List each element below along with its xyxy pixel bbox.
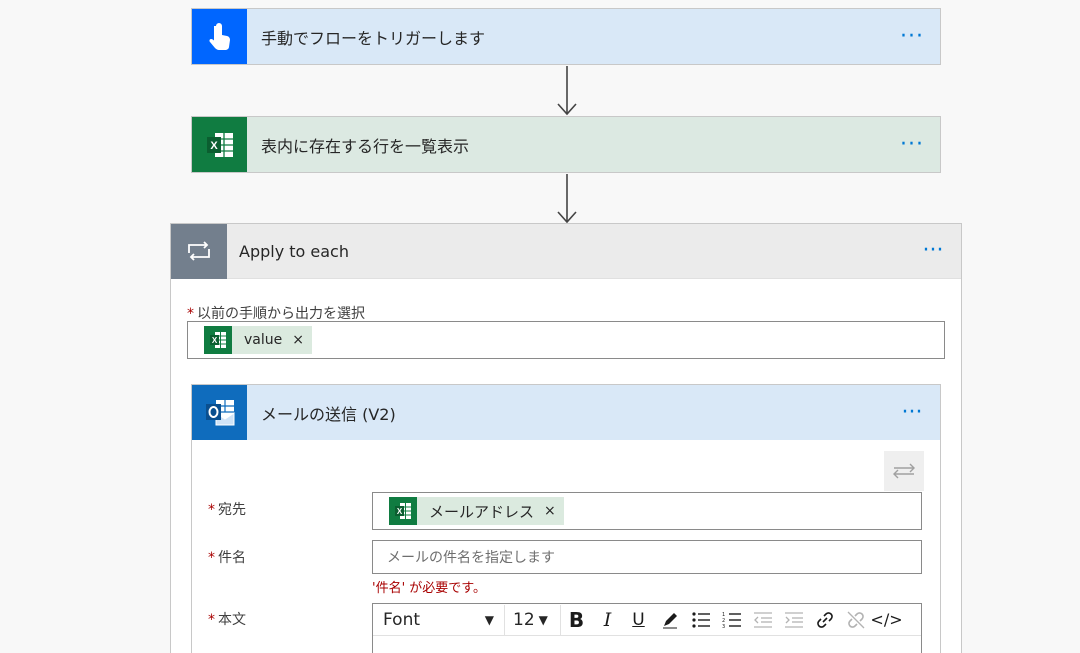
to-input[interactable]: X メールアドレス × bbox=[372, 492, 922, 530]
trigger-more-button[interactable]: ··· bbox=[900, 23, 924, 49]
apply-to-each-scope: Apply to each ··· *以前の手順から出力を選択 X value … bbox=[170, 223, 962, 653]
svg-text:X: X bbox=[212, 336, 218, 345]
svg-text:3: 3 bbox=[722, 624, 725, 629]
send-email-more-button[interactable]: ··· bbox=[901, 399, 923, 425]
required-marker: * bbox=[208, 612, 215, 628]
send-email-action-card: メールの送信 (V2) ··· *宛先 X bbox=[191, 384, 941, 653]
value-token[interactable]: X value × bbox=[204, 326, 312, 354]
list-rows-step-card[interactable]: X 表内に存在する行を一覧表示 ··· bbox=[191, 116, 941, 173]
caret-down-icon: ▼ bbox=[484, 612, 494, 627]
swap-icon bbox=[893, 463, 915, 479]
trigger-step-title: 手動でフローをトリガーします bbox=[261, 28, 486, 48]
arrow-down-icon bbox=[557, 66, 577, 116]
font-family-value: Font bbox=[383, 609, 421, 630]
loop-icon bbox=[171, 223, 227, 279]
unlink-icon[interactable] bbox=[840, 605, 871, 635]
body-label: *本文 bbox=[208, 609, 246, 629]
email-address-token-remove-button[interactable]: × bbox=[544, 503, 556, 519]
link-icon[interactable] bbox=[809, 605, 840, 635]
bold-icon[interactable]: B bbox=[568, 607, 585, 632]
font-size-dropdown[interactable]: 12 ▼ bbox=[505, 604, 561, 635]
svg-text:X: X bbox=[210, 140, 218, 152]
subject-placeholder: メールの件名を指定します bbox=[387, 550, 555, 566]
subject-label-text: 件名 bbox=[218, 550, 246, 566]
email-address-token[interactable]: X メールアドレス × bbox=[389, 497, 564, 525]
subject-label: *件名 bbox=[208, 547, 246, 567]
svg-text:1: 1 bbox=[722, 612, 725, 618]
swap-input-mode-button[interactable] bbox=[884, 451, 924, 491]
to-label: *宛先 bbox=[208, 499, 246, 519]
list-rows-more-button[interactable]: ··· bbox=[900, 131, 924, 157]
touch-icon bbox=[192, 9, 247, 64]
font-size-value: 12 bbox=[513, 609, 535, 630]
value-token-label: value bbox=[244, 332, 283, 348]
required-marker: * bbox=[208, 550, 215, 566]
apply-to-each-title: Apply to each bbox=[239, 241, 349, 261]
svg-text:X: X bbox=[397, 507, 403, 516]
caret-down-icon: ▼ bbox=[538, 612, 548, 627]
required-marker: * bbox=[208, 502, 215, 518]
value-token-remove-button[interactable]: × bbox=[292, 332, 304, 348]
italic-icon[interactable]: I bbox=[603, 608, 612, 631]
outlook-icon bbox=[192, 385, 247, 440]
send-email-title: メールの送信 (V2) bbox=[261, 404, 396, 424]
send-email-header[interactable]: メールの送信 (V2) ··· bbox=[192, 385, 940, 440]
body-label-text: 本文 bbox=[218, 612, 246, 628]
select-output-label-text: 以前の手順から出力を選択 bbox=[197, 306, 365, 322]
subject-input[interactable]: メールの件名を指定します bbox=[372, 540, 922, 574]
apply-to-each-more-button[interactable]: ··· bbox=[922, 238, 944, 263]
excel-icon: X bbox=[192, 117, 247, 172]
excel-icon: X bbox=[204, 326, 232, 354]
select-output-input[interactable]: X value × bbox=[187, 321, 945, 359]
font-family-dropdown[interactable]: Font ▼ bbox=[373, 604, 505, 635]
list-rows-step-title: 表内に存在する行を一覧表示 bbox=[261, 136, 470, 156]
underline-icon[interactable]: U bbox=[632, 609, 645, 630]
trigger-step-card[interactable]: 手動でフローをトリガーします ··· bbox=[191, 8, 941, 65]
select-output-label: *以前の手順から出力を選択 bbox=[187, 303, 365, 323]
arrow-down-icon bbox=[557, 174, 577, 224]
pen-icon[interactable] bbox=[654, 605, 685, 635]
svg-text:2: 2 bbox=[722, 618, 725, 624]
bullet-list-icon[interactable] bbox=[685, 605, 716, 635]
excel-icon: X bbox=[389, 497, 417, 525]
required-marker: * bbox=[187, 306, 194, 322]
subject-error-message: '件名' が必要です。 bbox=[372, 581, 486, 596]
email-address-token-label: メールアドレス bbox=[429, 502, 535, 521]
indent-icon[interactable] bbox=[778, 605, 809, 635]
to-label-text: 宛先 bbox=[218, 502, 246, 518]
outdent-icon[interactable] bbox=[747, 605, 778, 635]
apply-to-each-header[interactable]: Apply to each ··· bbox=[171, 223, 961, 279]
code-view-icon[interactable]: </> bbox=[870, 610, 903, 629]
